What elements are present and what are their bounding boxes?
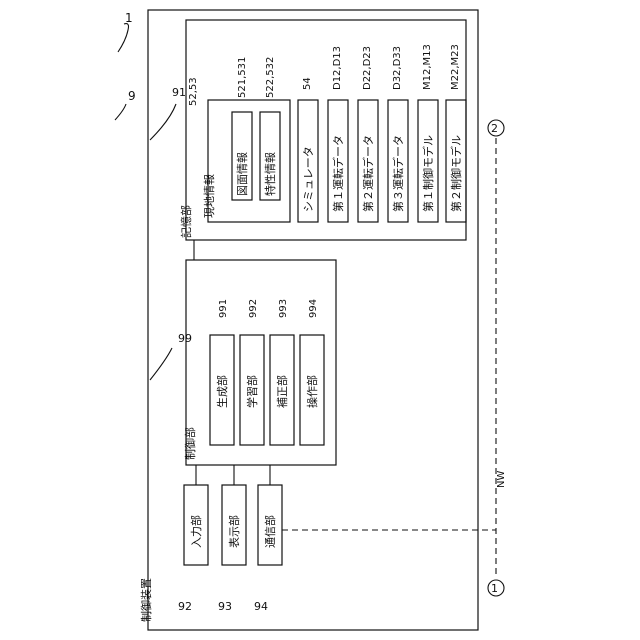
site-info-ref: 52,53 — [188, 77, 199, 106]
learning-unit-ref: 992 — [248, 299, 259, 318]
drawing-info-label: 図面情報 — [236, 152, 249, 196]
storage-item-simulator-ref: 54 — [302, 77, 313, 90]
site-info-label: 現地情報 — [203, 174, 216, 218]
storage-ref-leader — [150, 104, 176, 140]
node-2-label: 2 — [491, 122, 498, 135]
figure-ref-leader — [118, 24, 129, 52]
generation-unit-ref: 991 — [218, 299, 229, 318]
input-unit-ref: 92 — [178, 600, 192, 613]
control-unit-ref: 99 — [178, 332, 192, 345]
drawing-info-ref: 521,531 — [237, 57, 248, 98]
comm-unit-ref: 94 — [254, 600, 268, 613]
correction-unit-label: 補正部 — [275, 375, 289, 408]
control-ref-leader — [150, 348, 172, 380]
storage-item-control-model-1-label: 第１制御モデル — [421, 135, 435, 212]
display-unit-ref: 93 — [218, 600, 232, 613]
control-unit-label: 制御部 — [183, 427, 197, 460]
site-info-box — [208, 100, 290, 222]
correction-unit-ref: 993 — [278, 299, 289, 318]
comm-unit-label: 通信部 — [263, 515, 277, 548]
control-device-label: 制御装置 — [139, 578, 153, 622]
storage-item-op-data-1-label: 第１運転データ — [331, 135, 345, 212]
device-ref: 9 — [128, 89, 136, 103]
storage-item-op-data-2-ref: D22,D23 — [362, 46, 373, 90]
storage-item-control-model-2-label: 第２制御モデル — [449, 135, 463, 212]
characteristic-info-ref: 522,532 — [265, 57, 276, 98]
input-unit-label: 入力部 — [189, 515, 203, 548]
storage-unit-ref: 91 — [172, 86, 186, 99]
storage-unit-label: 記憶部 — [179, 205, 193, 238]
learning-unit-label: 学習部 — [245, 375, 259, 408]
storage-item-control-model-1-ref: M12,M13 — [422, 44, 433, 90]
storage-item-simulator-label: シミュレータ — [302, 146, 315, 212]
storage-item-op-data-3-ref: D32,D33 — [392, 46, 403, 90]
storage-item-op-data-1-ref: D12,D13 — [332, 46, 343, 90]
generation-unit-label: 生成部 — [215, 375, 229, 408]
network-label: NW — [496, 471, 507, 488]
storage-item-control-model-2-ref: M22,M23 — [450, 44, 461, 90]
storage-item-op-data-3-label: 第３運転データ — [391, 135, 405, 212]
control-unit-box — [186, 260, 336, 465]
operation-unit-ref: 994 — [308, 299, 319, 318]
storage-item-op-data-2-label: 第２運転データ — [361, 135, 375, 212]
device-ref-leader — [115, 104, 126, 120]
display-unit-label: 表示部 — [227, 515, 241, 548]
characteristic-info-label: 特性情報 — [263, 152, 277, 196]
operation-unit-label: 操作部 — [305, 375, 319, 408]
node-1-label: 1 — [491, 582, 498, 595]
figure-ref: 1 — [125, 11, 133, 25]
